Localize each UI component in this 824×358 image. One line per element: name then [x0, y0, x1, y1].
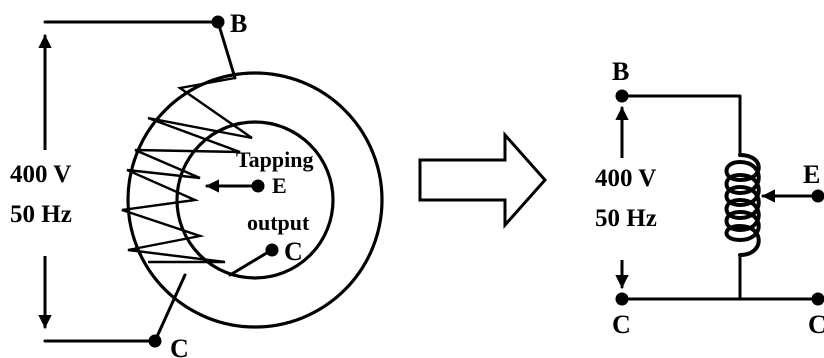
label-output: output — [247, 210, 310, 235]
toroidal-autotransformer: B C 400 V 50 Hz Tapping E output C — [10, 9, 384, 358]
terminal-b-dot — [211, 15, 225, 29]
label-frequency-right: 50 Hz — [595, 205, 657, 232]
label-frequency-left: 50 Hz — [10, 201, 72, 228]
terminal-b-right-dot — [615, 89, 629, 103]
terminal-c-right-dot — [811, 292, 824, 306]
label-b-left: B — [230, 9, 247, 38]
terminal-e-dot — [251, 179, 265, 193]
terminal-c-left-dot — [615, 292, 629, 306]
terminal-c-output-dot — [265, 243, 279, 257]
label-tapping: Tapping — [236, 147, 313, 172]
coil-icon — [724, 153, 761, 257]
label-c-right-right: C — [808, 310, 824, 339]
wire-to-b — [43, 20, 237, 80]
label-c-output: C — [284, 237, 303, 266]
toroid-outer-ring — [126, 71, 384, 329]
wire-c-to-winding — [153, 273, 187, 343]
wire-top-right — [620, 94, 742, 157]
terminal-c-input-dot — [148, 334, 162, 348]
label-c-input: C — [170, 334, 189, 358]
toroid-inner-ring — [175, 120, 335, 280]
hollow-right-arrow-icon — [418, 131, 548, 229]
label-e-left: E — [272, 173, 287, 198]
label-b-right: B — [612, 57, 629, 86]
terminal-e-right-dot — [811, 189, 824, 203]
autotransformer-schematic: B 400 V 50 Hz C C E — [592, 57, 824, 339]
label-voltage-right: 400 V — [595, 165, 656, 192]
label-voltage-left: 400 V — [10, 161, 71, 188]
wire-c-output — [228, 249, 272, 277]
toroid-winding — [121, 76, 253, 264]
label-e-right: E — [803, 160, 820, 189]
label-c-right-left: C — [612, 310, 631, 339]
